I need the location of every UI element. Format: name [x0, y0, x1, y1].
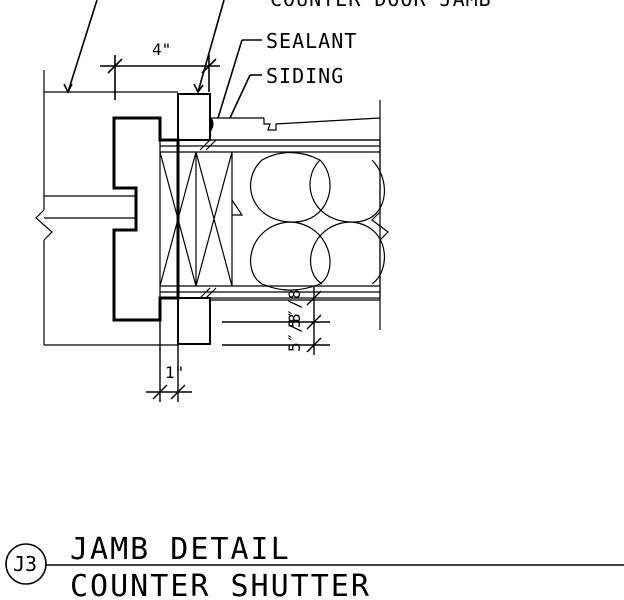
stud-framing: [159, 139, 381, 299]
dimension-5-8-b: 5″/8: [285, 313, 304, 352]
jamb-stop-bottom: [177, 297, 211, 345]
title-block: J3 JAMB DETAIL COUNTER SHUTTER: [5, 532, 624, 600]
leader-lines: [63, 0, 262, 119]
dimension-4in: 4": [152, 40, 171, 59]
label-siding: SIDING: [266, 64, 344, 88]
label-door-jamb: COUNTER DOOR JAMB: [270, 0, 492, 11]
wall-lines: [35, 70, 178, 346]
siding: [210, 100, 389, 330]
dimension-5-8-a: 5″/8: [285, 289, 304, 328]
dimension-right: [222, 286, 330, 355]
sealant-bead: [208, 117, 214, 131]
detail-tag: J3: [13, 552, 37, 576]
title-line-2: COUNTER SHUTTER: [70, 569, 371, 600]
jamb-stop-top: [177, 93, 211, 141]
title-line-1: JAMB DETAIL: [70, 532, 291, 567]
label-sealant: SEALANT: [266, 29, 357, 53]
dimension-1in: 1": [165, 363, 184, 382]
dimension-bottom: [146, 320, 192, 402]
insulation: [249, 151, 385, 291]
counter-door-jamb: [112, 116, 180, 322]
